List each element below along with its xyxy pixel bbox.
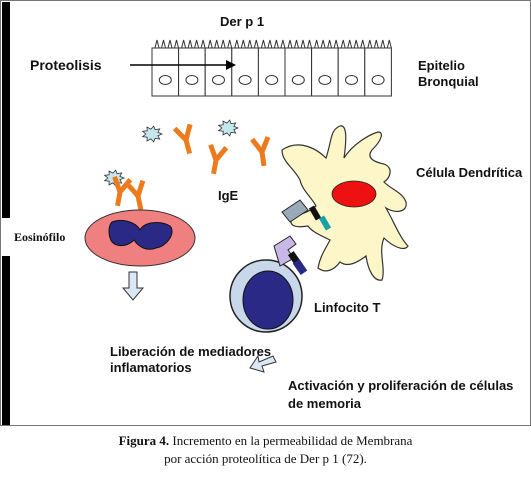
epithelial-cell xyxy=(204,47,233,97)
epithelial-nucleus xyxy=(318,75,332,85)
epithelial-cell xyxy=(337,47,366,97)
activation-left-arrow xyxy=(249,354,277,373)
figure-caption-line1: Figura 4. Incremento en la permeabilidad… xyxy=(0,432,531,449)
allergen-particle xyxy=(141,125,164,143)
activation-label-line1: Activación y proliferación de células xyxy=(288,378,514,393)
ige-label: IgE xyxy=(218,188,239,203)
epithelial-cilia xyxy=(207,39,233,49)
epithelial-cell xyxy=(257,47,286,97)
epithelial-cilia xyxy=(340,39,366,49)
allergen-label: Der p 1 xyxy=(220,14,265,29)
epithelial-cilia xyxy=(260,39,286,49)
proteolysis-label: Proteolisis xyxy=(30,57,102,73)
epithelium-label-line2: Bronquial xyxy=(418,74,479,89)
epithelial-cell xyxy=(231,47,259,97)
co-receptor-black xyxy=(308,205,322,221)
epithelial-cilia xyxy=(287,39,312,49)
figure-caption-line2: por acción proteolítica de Der p 1 (72). xyxy=(164,451,367,466)
epithelial-cilia xyxy=(234,39,259,49)
ige-antibodies xyxy=(112,123,271,211)
eosinophil-down-arrow xyxy=(121,271,145,301)
tcr-blue xyxy=(292,258,308,276)
epithelial-nucleus xyxy=(371,75,385,85)
eosinophil-label: Eosinófilo xyxy=(14,230,66,244)
epithelial-cilia xyxy=(367,39,392,49)
epithelium-label-line1: Epitelio xyxy=(418,58,465,73)
ige-antibody xyxy=(112,175,133,207)
proteolysis-arrow xyxy=(130,60,236,70)
ige-antibody xyxy=(208,143,229,175)
epithelial-cilia xyxy=(314,39,339,49)
epithelial-cell xyxy=(178,47,206,97)
co-receptor-teal xyxy=(318,215,332,231)
eosinophil-cell xyxy=(84,209,196,267)
epithelial-cell xyxy=(364,47,392,97)
epithelial-nucleus xyxy=(158,75,172,85)
epithelial-cilia xyxy=(154,39,179,49)
epithelial-cell xyxy=(311,47,339,97)
ige-antibody xyxy=(250,136,271,167)
activation-label-line2: de memoria xyxy=(288,396,361,411)
epithelial-nucleus xyxy=(238,75,252,85)
ige-antibody xyxy=(172,123,193,155)
epithelial-cell xyxy=(284,47,313,97)
left-bar-gap xyxy=(2,218,10,256)
epithelial-nucleus xyxy=(212,75,225,85)
caption-label: Figura 4. xyxy=(118,433,170,448)
t-lymphocyte xyxy=(229,235,308,333)
allergen-particle xyxy=(217,119,240,137)
dendritic-nucleus xyxy=(331,180,377,208)
mhc-receptor xyxy=(281,199,309,223)
left-bar xyxy=(2,2,10,425)
epithelial-nucleus xyxy=(291,75,305,85)
mediators-label-line1: Liberación de mediadores xyxy=(110,344,272,359)
dendritic-label: Célula Dendrítica xyxy=(416,165,523,180)
epithelial-cell xyxy=(151,47,180,97)
dendritic-cell xyxy=(281,125,409,281)
lymphocyte-nucleus xyxy=(242,270,294,330)
epithelial-nucleus xyxy=(185,75,199,85)
epithelium-cells xyxy=(151,39,392,97)
epithelial-cilia xyxy=(181,39,206,49)
caption-text-line1: Incremento en la permeabilidad de Membra… xyxy=(172,433,413,448)
lymphocyte-label: Linfocito T xyxy=(314,300,381,315)
eosinophil-nucleus xyxy=(108,219,173,250)
mediators-label-line2: inflamatorios xyxy=(110,360,192,375)
ige-antibody xyxy=(125,179,146,211)
epithelial-nucleus xyxy=(265,75,279,85)
epithelial-nucleus xyxy=(345,75,358,85)
